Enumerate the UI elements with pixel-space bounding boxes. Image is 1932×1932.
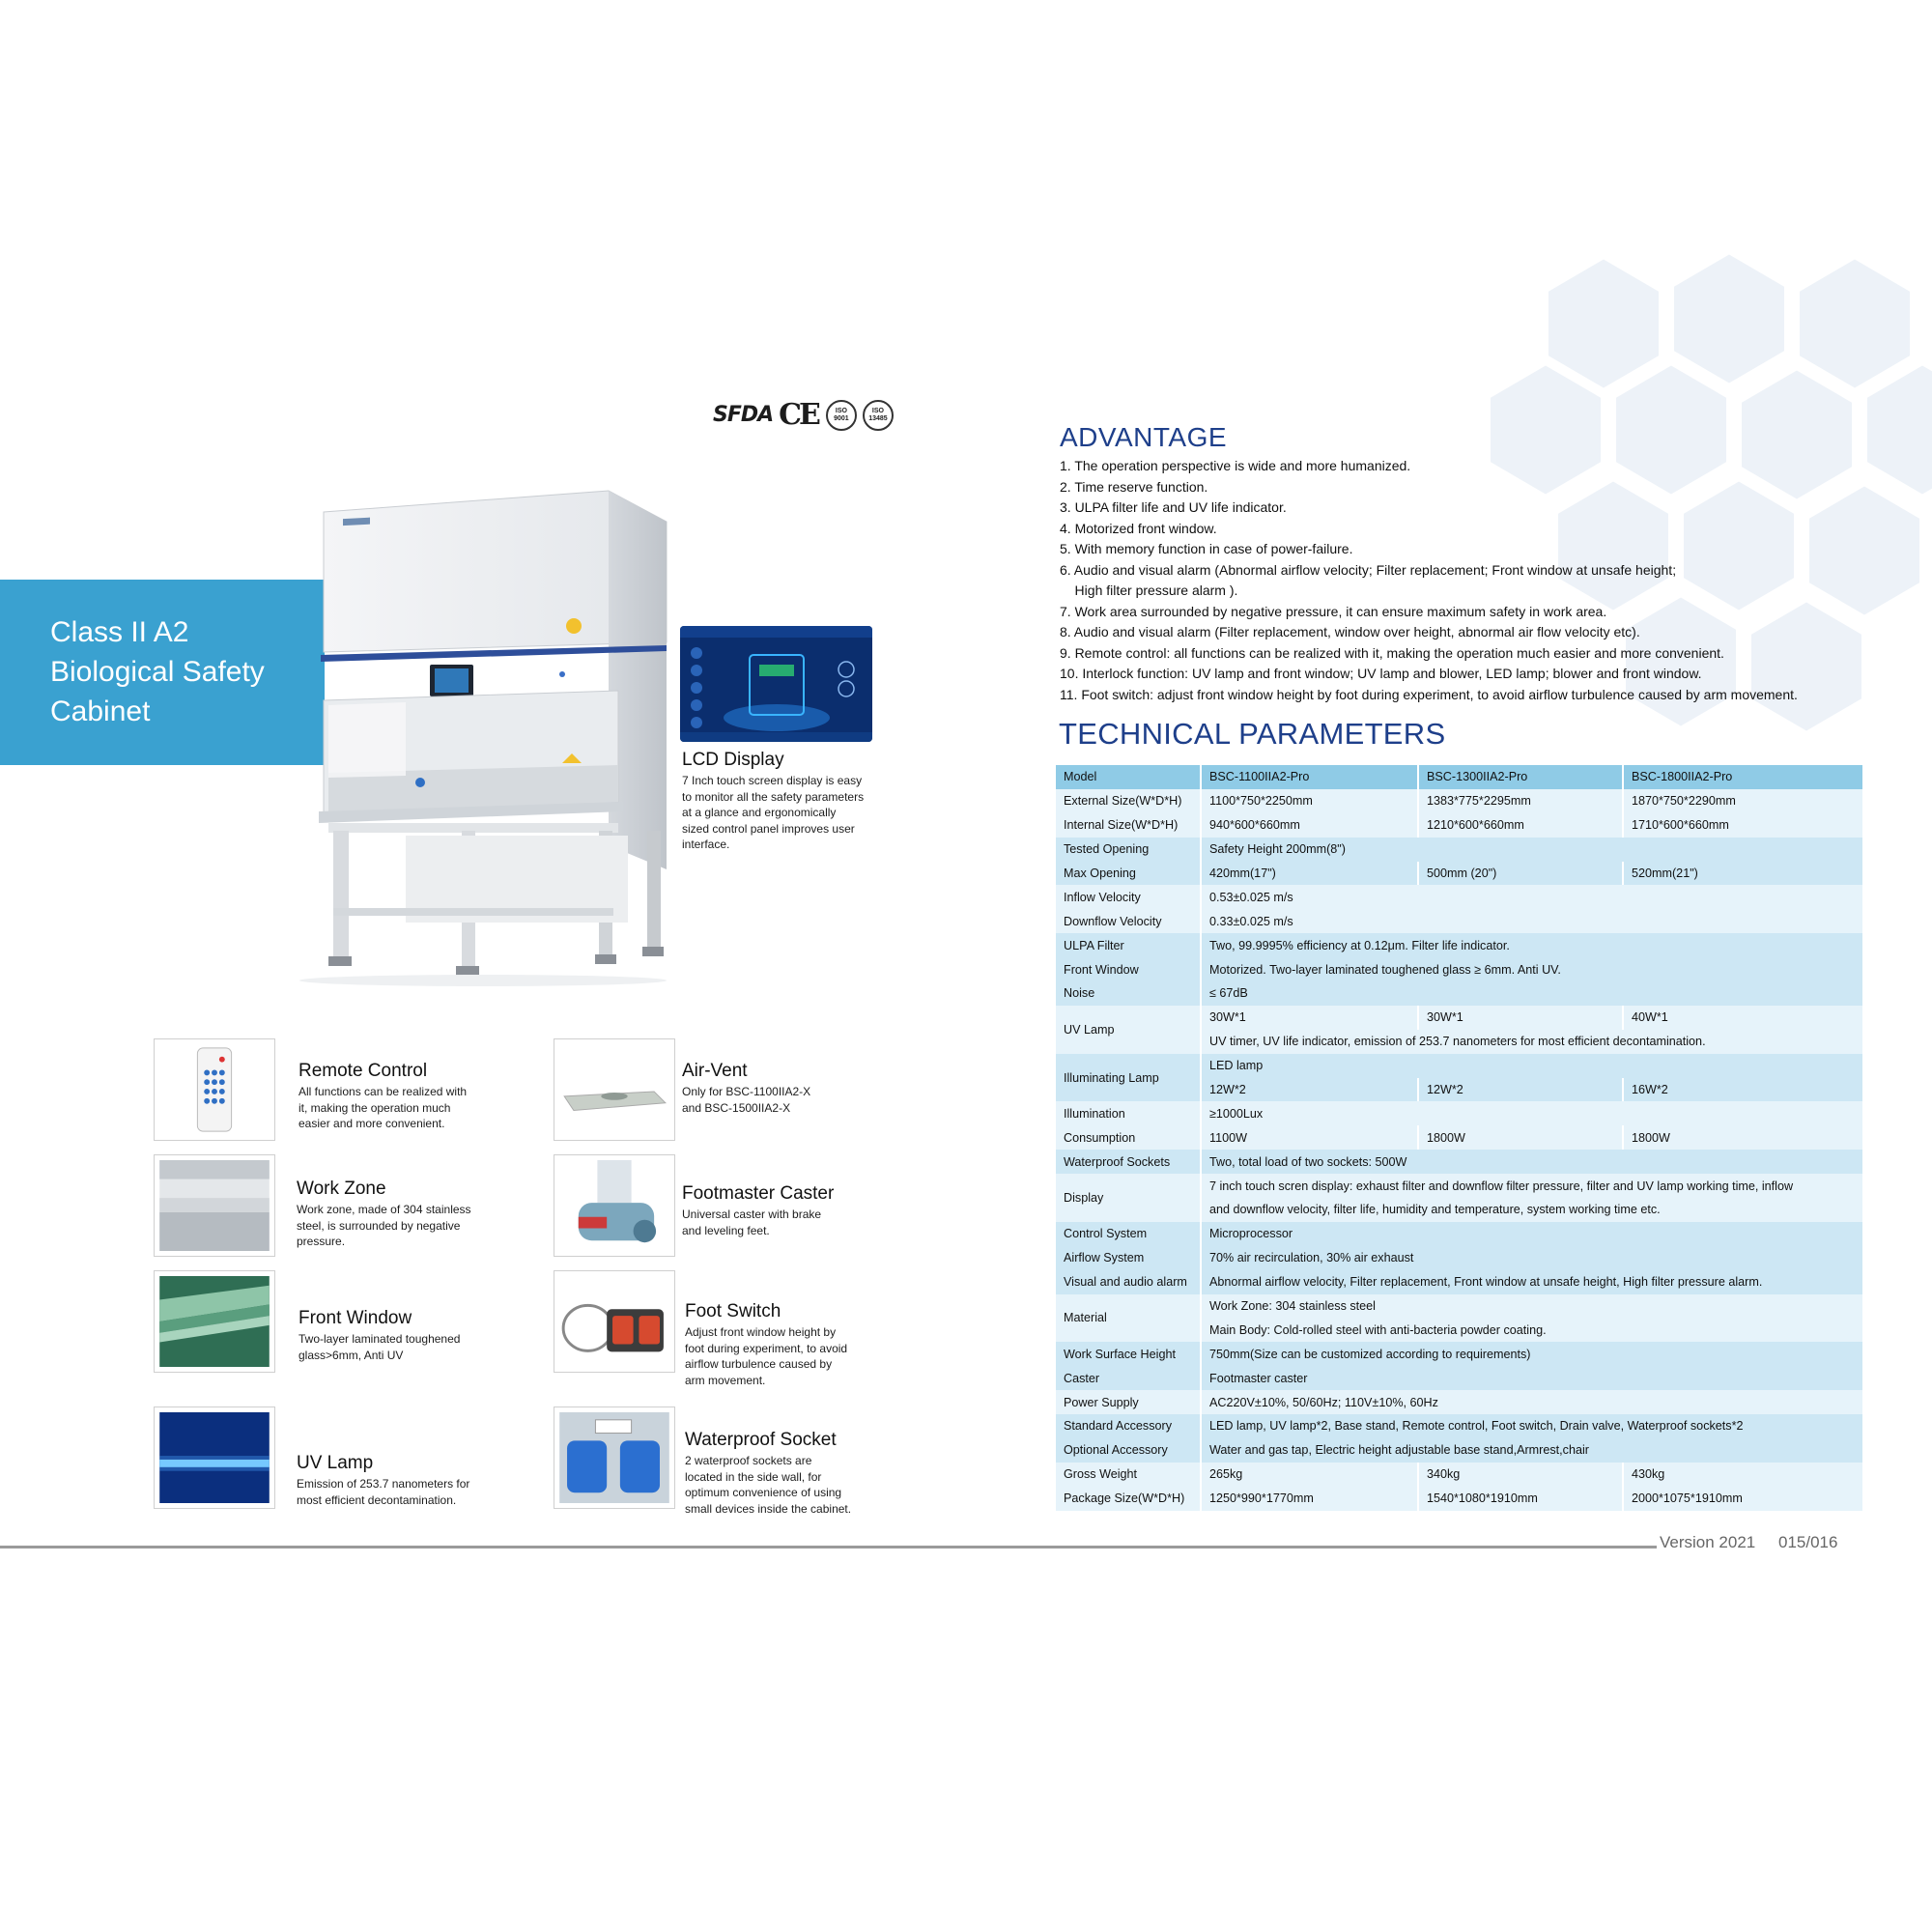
table-row: Illumination ≥1000Lux <box>1056 1101 1864 1126</box>
list-item: 9. Remote control: all functions can be … <box>1060 644 1724 661</box>
table-row: Max Opening 420mm(17") 500mm (20") 520mm… <box>1056 861 1864 886</box>
sfda-logo: SFDA <box>713 403 774 427</box>
table-row: Main Body: Cold-rolled steel with anti-b… <box>1056 1318 1864 1343</box>
feature-title: Remote Control <box>298 1061 428 1081</box>
list-item: 1. The operation perspective is wide and… <box>1060 458 1411 473</box>
ce-mark: CE <box>779 398 821 432</box>
table-row: Downflow Velocity 0.33±0.025 m/s <box>1056 909 1864 934</box>
table-row: 12W*2 12W*2 16W*2 <box>1056 1077 1864 1102</box>
feature-title: Front Window <box>298 1308 412 1328</box>
table-row: Waterproof Sockets Two, total load of tw… <box>1056 1150 1864 1175</box>
list-item: High filter pressure alarm ). <box>1060 582 1238 598</box>
table-row: Visual and audio alarm Abnormal airflow … <box>1056 1269 1864 1294</box>
air-vent-image <box>554 1038 675 1141</box>
work-zone-image <box>154 1154 275 1257</box>
list-item: 3. ULPA filter life and UV life indicato… <box>1060 499 1287 515</box>
hexagon-pattern <box>1485 247 1932 738</box>
list-item: 10. Interlock function: UV lamp and fron… <box>1060 666 1702 681</box>
list-item: 2. Time reserve function. <box>1060 478 1208 495</box>
list-item: 11. Foot switch: adjust front window hei… <box>1060 686 1798 702</box>
feature-title: Waterproof Socket <box>685 1430 837 1450</box>
table-row: Power Supply AC220V±10%, 50/60Hz; 110V±1… <box>1056 1390 1864 1415</box>
table-row: Optional Accessory Water and gas tap, El… <box>1056 1437 1864 1463</box>
uv-lamp-feature: UV Lamp Emission of 253.7 nanometers for… <box>297 1452 509 1508</box>
product-title-banner: Class II A2 Biological Safety Cabinet <box>0 580 325 765</box>
feature-title: LCD Display <box>682 750 784 770</box>
table-row: Control System Microprocessor <box>1056 1221 1864 1246</box>
list-item: 5. With memory function in case of power… <box>1060 541 1353 556</box>
list-item: 8. Audio and visual alarm (Filter replac… <box>1060 624 1640 639</box>
remote-control-image <box>154 1038 275 1141</box>
advantage-list: 1. The operation perspective is wide and… <box>1060 456 1910 705</box>
table-row: Illuminating Lamp LED lamp <box>1056 1053 1864 1102</box>
footmaster-caster-image <box>554 1154 675 1257</box>
technical-parameters-heading: TECHNICAL PARAMETERS <box>1059 717 1446 751</box>
table-row: Display 7 inch touch scren display: exha… <box>1056 1174 1864 1222</box>
table-row: Caster Footmaster caster <box>1056 1366 1864 1391</box>
front-window-feature: Front Window Two-layer laminated toughen… <box>298 1307 511 1363</box>
table-row: Noise ≤ 67dB <box>1056 981 1864 1006</box>
biosafety-cabinet-image <box>299 490 668 986</box>
page-numbers: 015/016 <box>1778 1533 1838 1551</box>
footer-divider <box>0 1546 1657 1548</box>
table-row: UV timer, UV life indicator, emission of… <box>1056 1029 1864 1054</box>
list-item: 6. Audio and visual alarm (Abnormal airf… <box>1060 561 1677 578</box>
waterproof-socket-feature: Waterproof Socket 2 waterproof sockets a… <box>685 1429 897 1517</box>
list-item: 4. Motorized front window. <box>1060 520 1217 536</box>
table-row: Internal Size(W*D*H) 940*600*660mm 1210*… <box>1056 812 1864 838</box>
front-window-image <box>154 1270 275 1373</box>
feature-title: Air-Vent <box>682 1061 748 1081</box>
feature-title: UV Lamp <box>297 1453 374 1473</box>
feature-title: Footmaster Caster <box>682 1183 835 1204</box>
work-zone-feature: Work Zone Work zone, made of 304 stainle… <box>297 1178 509 1250</box>
table-row: Airflow System 70% air recirculation, 30… <box>1056 1245 1864 1270</box>
version-label: Version 2021 <box>1660 1533 1756 1551</box>
feature-title: Work Zone <box>297 1179 386 1199</box>
title-line-1: Class II A2 <box>50 616 189 648</box>
table-row: Consumption 1100W 1800W 1800W <box>1056 1125 1864 1151</box>
table-row: UV Lamp 30W*1 30W*1 40W*1 <box>1056 1005 1864 1054</box>
table-row: Model BSC-1100IIA2-Pro BSC-1300IIA2-Pro … <box>1056 765 1864 789</box>
uv-lamp-image <box>154 1406 275 1509</box>
table-row: Inflow Velocity 0.53±0.025 m/s <box>1056 885 1864 910</box>
table-row: Gross Weight 265kg 340kg 430kg <box>1056 1462 1864 1487</box>
table-row: Tested Opening Safety Height 200mm(8") <box>1056 837 1864 862</box>
table-row: Package Size(W*D*H) 1250*990*1770mm 1540… <box>1056 1486 1864 1511</box>
foot-switch-image <box>554 1270 675 1373</box>
title-line-3: Cabinet <box>50 696 151 727</box>
table-row: ULPA Filter Two, 99.9995% efficiency at … <box>1056 933 1864 958</box>
lcd-display-image <box>680 626 872 742</box>
title-line-2: Biological Safety <box>50 656 265 688</box>
table-row: Standard Accessory LED lamp, UV lamp*2, … <box>1056 1414 1864 1438</box>
footmaster-caster-feature: Footmaster Caster Universal caster with … <box>682 1182 895 1238</box>
technical-parameters-table: Model BSC-1100IIA2-Pro BSC-1300IIA2-Pro … <box>1056 765 1864 1511</box>
advantage-heading: ADVANTAGE <box>1060 422 1228 452</box>
feature-title: Foot Switch <box>685 1301 781 1321</box>
waterproof-socket-image <box>554 1406 675 1509</box>
table-row: Material Work Zone: 304 stainless steel <box>1056 1293 1864 1343</box>
table-row: and downflow velocity, filter life, humi… <box>1056 1198 1864 1222</box>
foot-switch-feature: Foot Switch Adjust front window height b… <box>685 1300 897 1388</box>
table-row: External Size(W*D*H) 1100*750*2250mm 138… <box>1056 788 1864 813</box>
list-item: 7. Work area surrounded by negative pres… <box>1060 603 1607 619</box>
feature-description: 7 Inch touch screen display is easy to m… <box>682 774 865 851</box>
lcd-display-feature: LCD Display 7 Inch touch screen display … <box>682 749 904 853</box>
remote-control-feature: Remote Control All functions can be real… <box>298 1060 511 1132</box>
table-row: Front Window Motorized. Two-layer lamina… <box>1056 957 1864 982</box>
table-row: Work Surface Height 750mm(Size can be cu… <box>1056 1342 1864 1367</box>
